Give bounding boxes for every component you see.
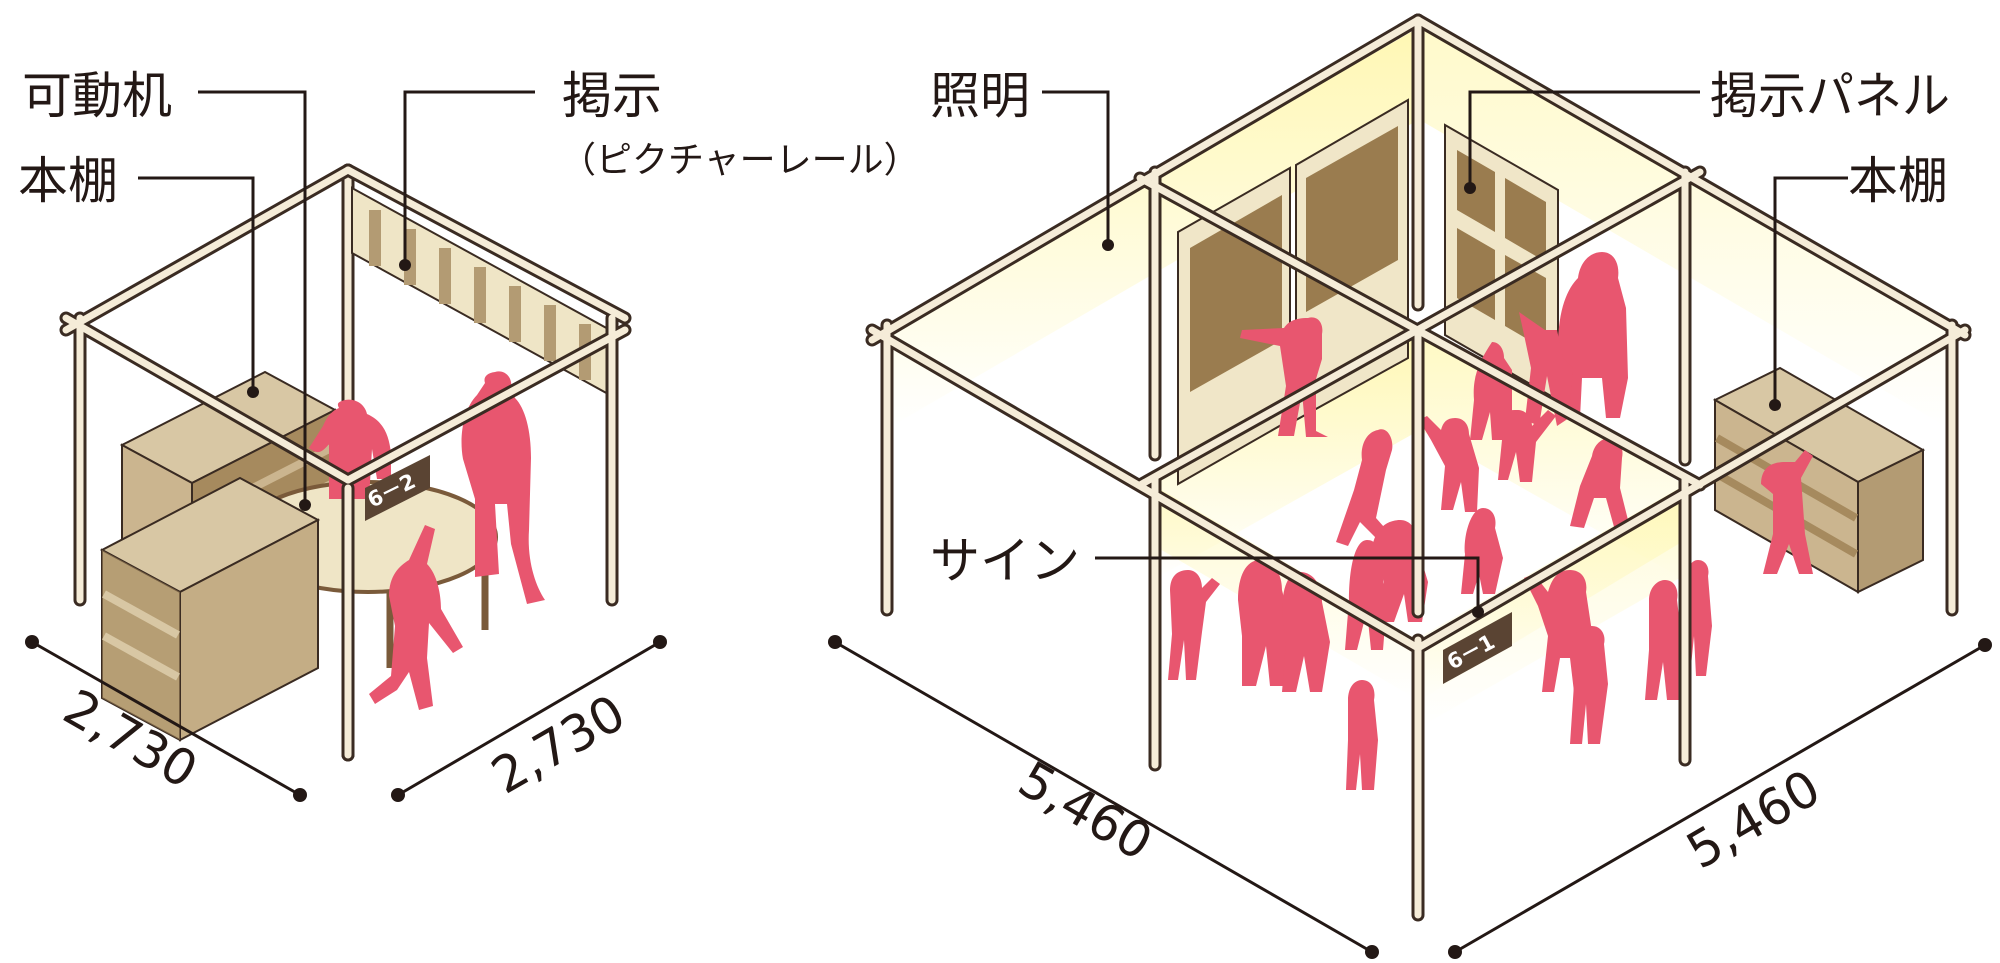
label-display-sub: （ピクチャーレール）: [560, 140, 920, 181]
label-sign: サイン: [930, 532, 1080, 590]
label-display: 掲示: [562, 67, 662, 125]
right-dim-width: 5,460: [1677, 759, 1830, 881]
display-dot: [399, 259, 411, 271]
bookshelf-dot: [247, 386, 259, 398]
left-callout-lines: [138, 90, 535, 505]
label-movable-desk: 可動机: [22, 67, 172, 125]
right-frame: [865, 13, 1972, 922]
bookshelf-right-dot: [1769, 399, 1781, 411]
picture-rail-display: [351, 186, 611, 397]
sign-dot: [1472, 606, 1484, 618]
right-dim-depth: 5,460: [1009, 750, 1162, 872]
display-panel-dot: [1464, 182, 1476, 194]
left-bookshelf-front: [99, 476, 321, 742]
right-callout-lines: [1042, 90, 1848, 612]
right-people: [1168, 252, 1813, 790]
left-dimension-lines: [31, 640, 661, 797]
movable-desk-dot: [299, 499, 311, 511]
right-booth: 6－1 照明 掲示パネル 掲示パネル 本棚 サイン 5,460: [828, 13, 1992, 959]
label-lighting: 照明: [930, 67, 1030, 125]
right-bookshelf: [1712, 366, 1926, 594]
lighting-dot: [1102, 239, 1114, 251]
left-booth: 6－2 可動机 本棚 掲示 （ピクチャーレール） 2,730 2,730: [18, 67, 920, 805]
left-frame: [59, 163, 632, 762]
label-bookshelf-right: 本棚: [1848, 152, 1948, 210]
label-bookshelf-left: 本棚: [18, 152, 118, 210]
label-display-panel-visible: 掲示パネル: [1710, 67, 1950, 125]
right-dimension-lines: [834, 640, 1986, 954]
